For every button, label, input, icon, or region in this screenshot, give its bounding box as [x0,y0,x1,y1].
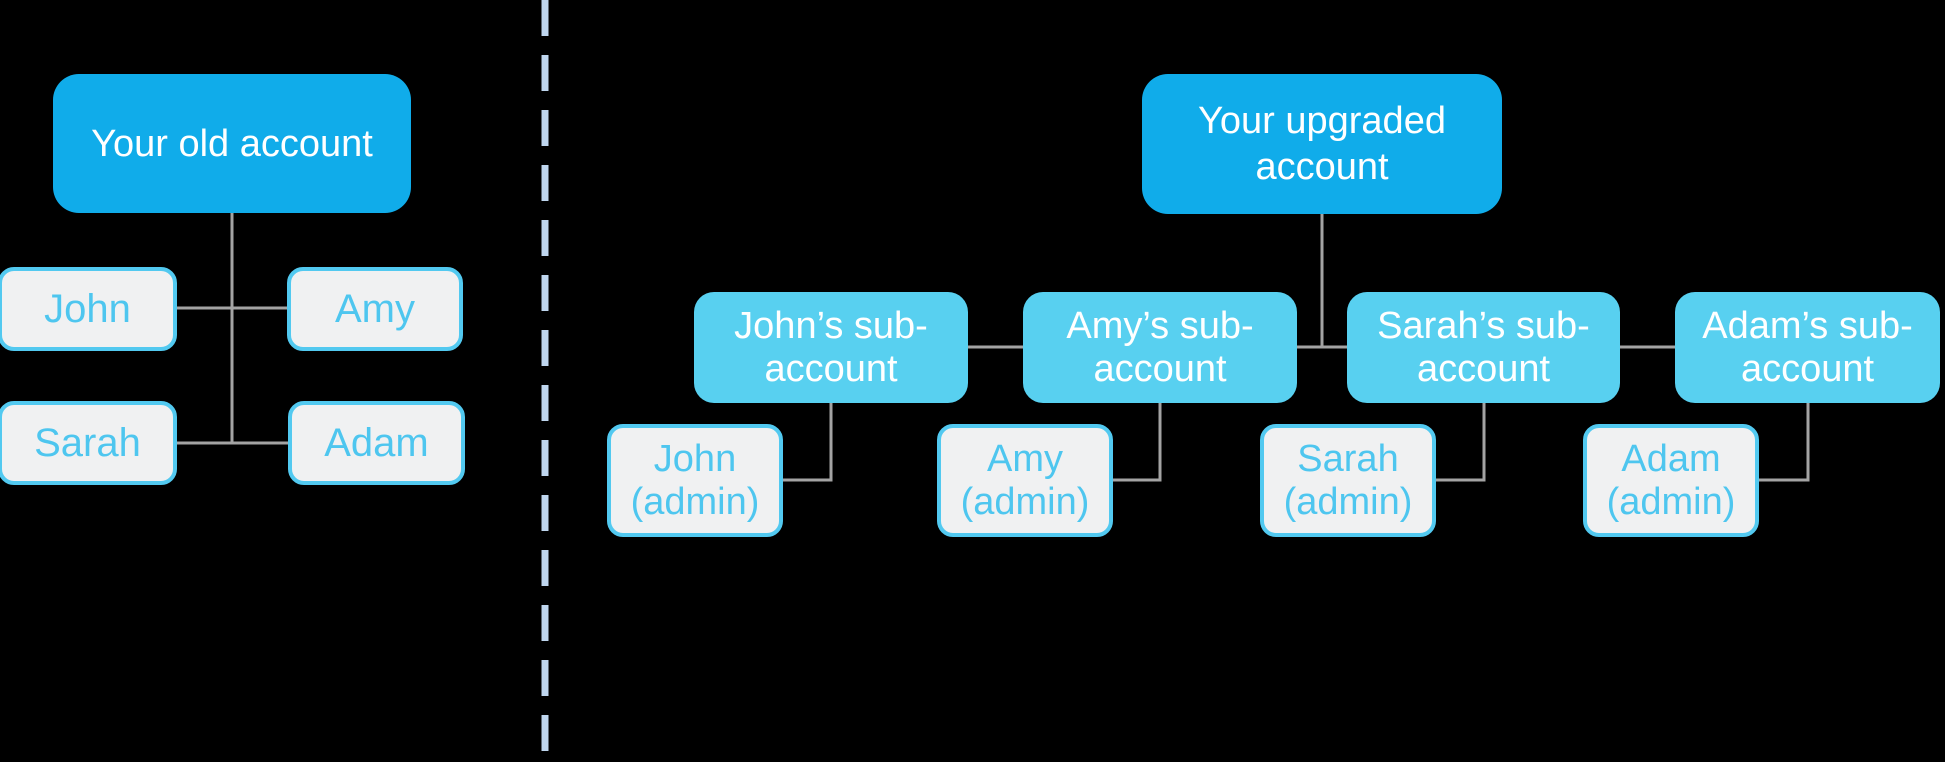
elbow-john-admin [783,403,833,482]
admin-box-adam: Adam (admin) [1583,424,1759,537]
member-label: John [44,286,131,331]
admin-label-line2: (admin) [1283,480,1413,523]
member-box-john: John [0,267,177,351]
sub-account-label-line2: account [1416,347,1551,390]
admin-box-sarah: Sarah (admin) [1260,424,1436,537]
member-label: Adam [324,420,429,465]
sub-account-label-line2: account [1093,347,1227,390]
upgraded-account-box: Your upgraded account [1142,74,1502,214]
old-account-box: Your old account [53,74,411,213]
sub-account-label-line1: John’s sub- [734,304,928,347]
admin-label-line1: Amy [987,437,1063,480]
elbow-sarah-admin [1436,403,1486,482]
upgraded-account-label-line1: Your upgraded [1198,100,1446,142]
sub-account-label-line1: Adam’s sub- [1702,304,1913,347]
member-box-sarah: Sarah [0,401,177,485]
sub-account-label-line1: Amy’s sub- [1066,304,1254,347]
sub-account-box-adam: Adam’s sub- account [1675,292,1940,403]
member-box-adam: Adam [288,401,465,485]
elbow-adam-admin [1758,403,1810,482]
admin-label-line1: Sarah [1297,437,1399,480]
member-box-amy: Amy [287,267,463,351]
admin-label-line2: (admin) [630,480,760,523]
admin-label-line1: John [653,437,737,480]
admin-label-line1: Adam [1621,437,1721,480]
member-label: Amy [335,286,415,331]
admin-box-amy: Amy (admin) [937,424,1113,537]
upgraded-account-label-line2: account [1255,146,1389,188]
member-label: Sarah [34,420,141,465]
old-account-label: Your old account [91,122,373,165]
elbow-amy-admin [1113,403,1162,482]
sub-account-label-line2: account [1740,347,1875,390]
admin-label-line2: (admin) [1606,480,1736,523]
admin-label-line2: (admin) [960,480,1090,523]
sub-account-box-sarah: Sarah’s sub- account [1347,292,1620,403]
sub-account-box-amy: Amy’s sub- account [1023,292,1297,403]
sub-account-label-line1: Sarah’s sub- [1377,304,1590,347]
sub-account-box-john: John’s sub- account [694,292,968,403]
admin-box-john: John (admin) [607,424,783,537]
sub-account-label-line2: account [764,347,898,390]
